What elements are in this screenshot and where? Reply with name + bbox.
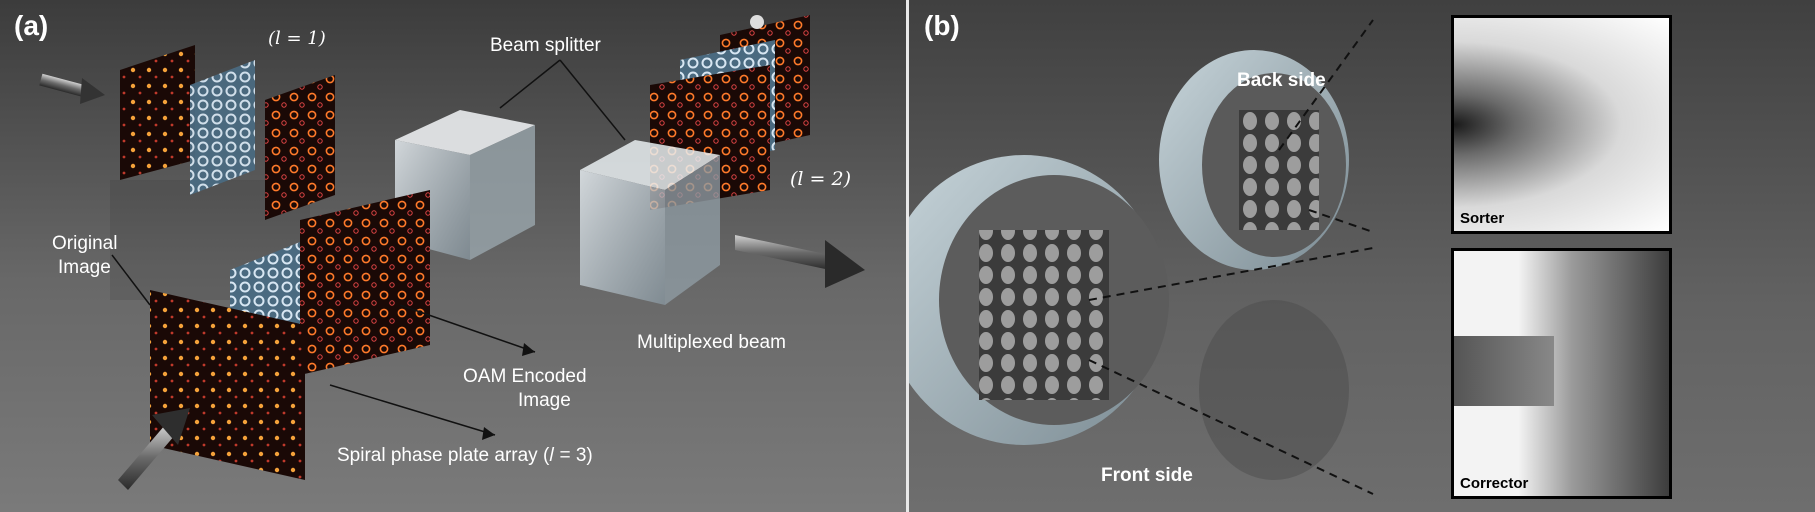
oam-encoded-plate [300, 190, 430, 375]
corrector-phase-mask: Corrector [1451, 248, 1672, 499]
label-sorter: Sorter [1460, 210, 1505, 227]
input-arrow-top [39, 73, 105, 104]
dash-sorter-top [1278, 19, 1374, 151]
leader-spiral-plate [329, 384, 496, 436]
sorter-phase-mask: Sorter [1451, 15, 1672, 234]
beam-splitter-cube-2 [580, 140, 720, 305]
panel-a-illustration [39, 15, 865, 490]
dash-sorter-bottom [1308, 209, 1374, 233]
panel-b-illustration [909, 19, 1374, 495]
label-original-line1: Original [52, 233, 118, 254]
input-image-plate-top [120, 45, 195, 180]
label-l2: (𝑙 = 2) [790, 168, 851, 190]
corrector-dark-band [1454, 336, 1554, 406]
back-disc-reflection [1199, 300, 1349, 480]
small-sphere-icon [750, 15, 764, 29]
label-corrector: Corrector [1460, 475, 1529, 492]
leader-oam-encoded [399, 304, 536, 353]
label-l1: (𝑙 = 1) [268, 28, 326, 49]
dash-corrector-top [1088, 247, 1374, 301]
leader-original-image [111, 254, 151, 306]
panel-a: (a) (𝑙 = 1) Beam splitter (𝑙 = 2) Origin… [0, 0, 906, 512]
input-arrow-front [118, 408, 190, 490]
panel-divider [906, 0, 909, 512]
label-oam-line1: OAM Encoded [463, 366, 587, 387]
encoded-plate-top [265, 75, 335, 220]
label-front-side: Front side [1101, 465, 1193, 486]
leader-beam-splitter-1 [499, 59, 561, 109]
front-side-disc [909, 155, 1169, 445]
label-multiplexed-beam: Multiplexed beam [637, 332, 786, 353]
leader-beam-splitter-2 [559, 59, 626, 141]
original-image-plate [150, 290, 305, 480]
label-oam-line2: Image [518, 390, 571, 411]
dash-corrector-bottom [1088, 359, 1374, 495]
back-side-disc [1159, 50, 1349, 270]
output-arrow [735, 235, 865, 288]
panel-b: (b) Back side Front side Sorter Correcto… [909, 0, 1815, 512]
label-beam-splitter: Beam splitter [490, 35, 601, 56]
label-spiral-plate: Spiral phase plate array (𝑙 = 3) [337, 445, 593, 466]
spiral-plate-top [190, 60, 255, 195]
label-back-side: Back side [1237, 70, 1326, 91]
label-original-line2: Image [58, 257, 111, 278]
panel-b-letter: (b) [924, 10, 960, 41]
panel-a-letter: (a) [14, 10, 49, 41]
